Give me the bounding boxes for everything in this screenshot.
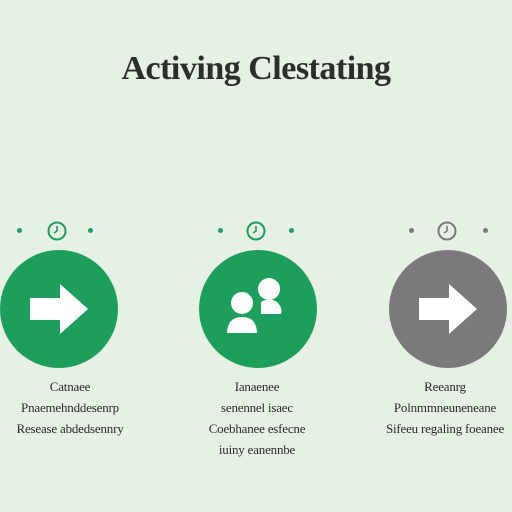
step-3: Reeanrg Polnmmneuneneane Sifeeu regaling… (342, 214, 512, 464)
step-2-indicator (170, 218, 340, 242)
caption-line: senennel isaec (221, 400, 293, 415)
step-3-indicator (342, 218, 512, 242)
arrow-right-icon (389, 250, 507, 368)
step-1-caption: Catnaee Pnaemehnddesenrp Resease abdedse… (0, 376, 155, 439)
caption-line: Coebhanee esfecne (208, 421, 306, 436)
step-3-caption: Reeanrg Polnmmneuneneane Sifeeu regaling… (360, 376, 512, 439)
caption-line: Reeanrg (424, 379, 466, 394)
caption-line: Catnaee (49, 379, 91, 394)
caption-line: Resease abdedsennry (16, 421, 124, 436)
page-title: Activing Clestating (121, 50, 391, 87)
caption-line: Pnaemehnddesenrp (21, 400, 119, 415)
indicator-dot-icon (483, 228, 488, 233)
indicator-dot-icon (17, 228, 22, 233)
clock-icon (246, 221, 266, 241)
arrow-right-icon (0, 250, 118, 368)
step-1-indicator (0, 218, 170, 242)
indicator-dot-icon (88, 228, 93, 233)
indicator-dot-icon (218, 228, 223, 233)
step-2-caption: Ianaenee senennel isaec Coebhanee esfecn… (172, 376, 342, 460)
caption-line: Sifeeu regaling foeanee (385, 421, 505, 436)
clock-icon (47, 221, 67, 241)
caption-line: iuiny eanennbe (218, 442, 296, 457)
indicator-dot-icon (289, 228, 294, 233)
step-2: Ianaenee senennel isaec Coebhanee esfecn… (170, 214, 340, 464)
caption-line: Polnmmneuneneane (393, 400, 497, 415)
clock-icon (437, 221, 457, 241)
caption-line: Ianaenee (234, 379, 280, 394)
indicator-dot-icon (409, 228, 414, 233)
step-1: Catnaee Pnaemehnddesenrp Resease abdedse… (0, 214, 170, 464)
people-icon (199, 250, 317, 368)
